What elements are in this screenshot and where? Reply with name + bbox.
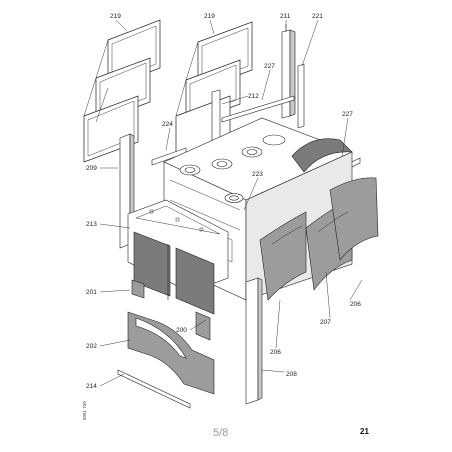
label-214: 214 (86, 383, 97, 390)
label-209: 209 (86, 165, 97, 172)
label-212: 212 (248, 93, 259, 100)
label-219-left: 219 (110, 13, 121, 20)
label-201: 201 (86, 289, 97, 296)
base-bracket-202 (127, 311, 215, 395)
label-224: 224 (162, 121, 173, 128)
corner-posts-top (211, 24, 305, 147)
label-208: 208 (286, 371, 297, 378)
label-206-right: 206 (350, 301, 361, 308)
label-206-bottom: 206 (270, 349, 281, 356)
curved-side-panels (259, 177, 379, 301)
label-202: 202 (86, 343, 97, 350)
front-post-208 (245, 277, 263, 405)
page-fraction: 5/8 (213, 427, 228, 439)
label-227-right: 227 (342, 111, 353, 118)
label-207: 207 (320, 319, 331, 326)
page-number: 21 (360, 427, 369, 436)
label-213: 213 (86, 221, 97, 228)
label-227-top: 227 (264, 63, 275, 70)
label-200: 200 (176, 327, 187, 334)
label-223: 223 (252, 171, 263, 178)
label-219-right: 219 (204, 13, 215, 20)
bottom-strip-214 (117, 369, 191, 409)
fire-doors (131, 231, 215, 341)
callout-labels: 219 219 211 221 227 212 224 227 209 223 … (86, 13, 361, 390)
side-code: 5951 720 (82, 401, 87, 420)
leader-lines (99, 19, 363, 387)
label-211: 211 (280, 13, 291, 20)
label-221: 221 (312, 13, 323, 20)
